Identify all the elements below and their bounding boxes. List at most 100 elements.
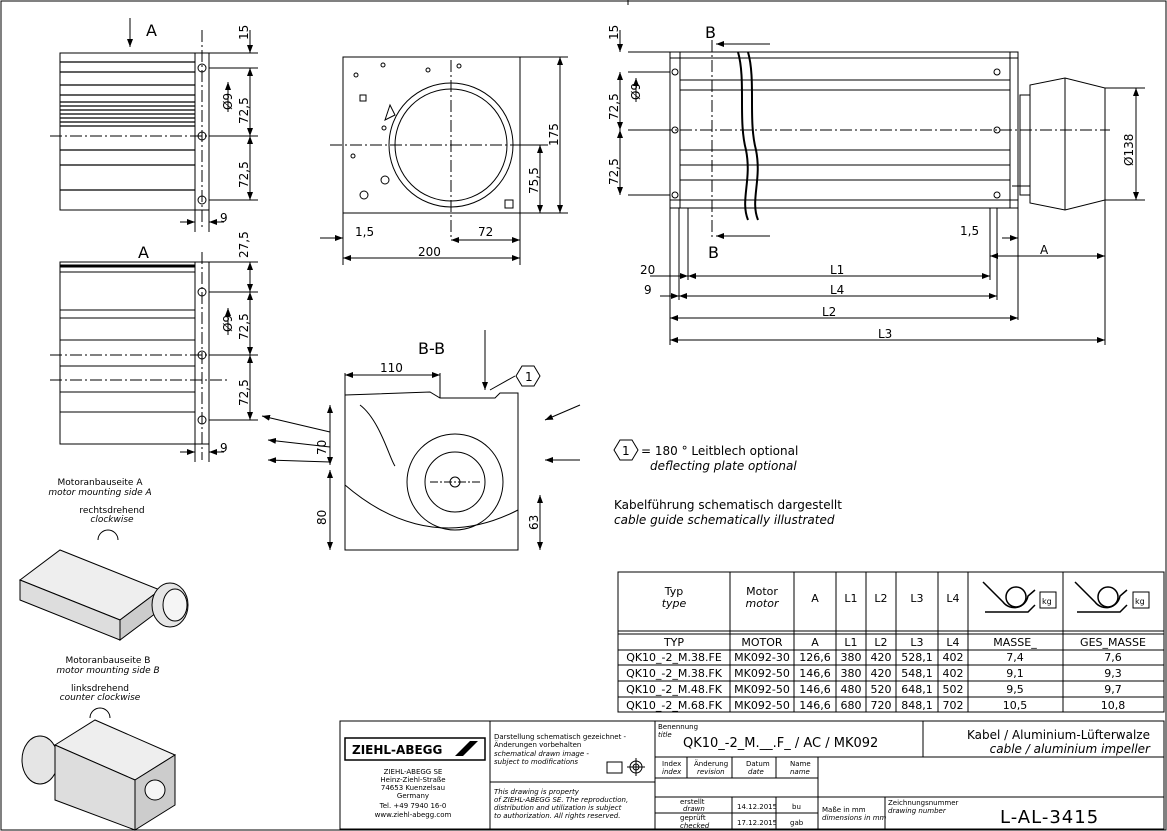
dim-20: 20 <box>640 263 655 277</box>
table-cell: MK092-50 <box>734 699 790 712</box>
svg-text:motor: motor <box>745 597 779 610</box>
table-cell: 9,1 <box>1006 667 1024 680</box>
dim-200: 200 <box>418 245 441 259</box>
table-cell: 480 <box>841 683 862 696</box>
svg-text:Darstellung schematisch gezeic: Darstellung schematisch gezeichnet - <box>494 733 627 741</box>
table-cell: MK092-30 <box>734 651 790 664</box>
note-deflector-en: deflecting plate optional <box>650 459 797 473</box>
section-label: B-B <box>418 339 445 358</box>
table-cell: 146,6 <box>799 667 831 680</box>
dim-70: 70 <box>315 440 329 455</box>
table-cell: 548,1 <box>901 667 933 680</box>
table-cell: 380 <box>841 667 862 680</box>
drawn-by: bu <box>792 803 801 811</box>
svg-text:Motoranbauseite B: Motoranbauseite B <box>66 656 151 666</box>
table-column-header: TYP <box>663 636 684 649</box>
table-cell: 9,5 <box>1006 683 1024 696</box>
table-column-header: L1 <box>844 636 857 649</box>
spec-table <box>617 571 1165 713</box>
dim-72-5: 72,5 <box>237 97 251 124</box>
svg-text:clockwise: clockwise <box>90 515 134 525</box>
svg-text:74653 Kuenzelsau: 74653 Kuenzelsau <box>381 784 445 792</box>
dim-72-5: 72,5 <box>237 161 251 188</box>
note-cable-de: Kabelführung schematisch dargestellt <box>614 498 842 512</box>
table-cell: QK10_-2_M.48.FK <box>626 683 723 696</box>
table-column-header: L2 <box>874 636 887 649</box>
table-cell: 848,1 <box>901 699 933 712</box>
dim-l2: L2 <box>822 305 836 319</box>
svg-text:L3: L3 <box>910 592 923 605</box>
svg-text:L1: L1 <box>844 592 857 605</box>
company-address: ZIEHL-ABEGG SE Heinz-Ziehl-Straße 74653 … <box>375 768 452 819</box>
dim-l3: L3 <box>878 327 892 341</box>
svg-text:Tel. +49 7940 16-0: Tel. +49 7940 16-0 <box>379 802 447 810</box>
dim-dia9: Ø9 <box>629 83 643 100</box>
dim-15: 15 <box>607 25 621 40</box>
svg-text:This drawing is property: This drawing is property <box>494 788 580 796</box>
dim-dia138: Ø138 <box>1122 134 1136 166</box>
mounting-side-b: Motoranbauseite B motor mounting side B … <box>21 656 177 831</box>
svg-text:Typ: Typ <box>664 585 684 598</box>
disclaimer: Darstellung schematisch gezeichnet - Änd… <box>494 733 628 820</box>
svg-text:linksdrehend: linksdrehend <box>71 684 129 694</box>
svg-text:rechtsdrehend: rechtsdrehend <box>79 506 144 516</box>
table-cell: QK10_-2_M.68.FK <box>626 699 723 712</box>
table-cell: MK092-50 <box>734 683 790 696</box>
table-cell: 420 <box>871 651 892 664</box>
svg-text:A: A <box>811 592 819 605</box>
description-de: Kabel / Aluminium-Lüfterwalze <box>967 728 1150 742</box>
checked-by: gab <box>790 819 804 827</box>
dim-9: 9 <box>644 283 652 297</box>
dim-72-5: 72,5 <box>607 93 621 120</box>
table-cell: MK092-50 <box>734 667 790 680</box>
spec-table-headers: Typ type Motor motor A L1 L2 L3 L4 kg kg <box>662 585 1145 610</box>
table-cell: 9,7 <box>1104 683 1122 696</box>
svg-text:Benennung: Benennung <box>658 723 698 731</box>
note-deflector-de: = 180 ° Leitblech optional <box>641 444 798 458</box>
svg-text:name: name <box>790 768 810 776</box>
callout-number: 1 <box>525 370 533 384</box>
svg-text:Germany: Germany <box>397 792 429 800</box>
dim-72-5: 72,5 <box>237 379 251 406</box>
table-cell: 720 <box>871 699 892 712</box>
svg-text:drawing number: drawing number <box>888 807 947 815</box>
table-cell: 402 <box>943 651 964 664</box>
mounting-side-a: Motoranbauseite A motor mounting side A … <box>18 478 189 641</box>
svg-text:motor mounting side A: motor mounting side A <box>48 488 151 498</box>
svg-text:revision: revision <box>697 768 725 776</box>
svg-text:counter clockwise: counter clockwise <box>60 693 141 703</box>
view-label-a: A <box>138 243 149 262</box>
table-cell: 502 <box>943 683 964 696</box>
cut-label-b: B <box>708 243 719 262</box>
description-en: cable / aluminium impeller <box>990 742 1151 756</box>
dim-l4: L4 <box>830 283 844 297</box>
revision-fields: Index index Änderung revision Datum date… <box>662 759 1099 830</box>
table-cell: 10,5 <box>1003 699 1028 712</box>
dim-63: 63 <box>527 515 541 530</box>
svg-text:motor mounting side B: motor mounting side B <box>56 666 159 676</box>
side-view-a-bottom <box>50 252 258 462</box>
front-view <box>320 56 568 265</box>
section-view-b-b <box>261 330 581 551</box>
drawing-title: QK10_-2_M.__.F_ / AC / MK092 <box>683 736 878 751</box>
svg-text:erstellt: erstellt <box>680 798 705 806</box>
svg-text:Änderungen vorbehalten: Änderungen vorbehalten <box>494 740 581 749</box>
dim-9: 9 <box>220 211 228 225</box>
drawing-number: L-AL-3415 <box>1000 807 1099 828</box>
dim-75-5: 75,5 <box>527 167 541 194</box>
dim-72: 72 <box>478 225 493 239</box>
svg-text:geprüft: geprüft <box>680 814 706 822</box>
dim-15: 15 <box>237 25 251 40</box>
table-column-header: MASSE_ <box>993 636 1037 649</box>
table-cell: 520 <box>871 683 892 696</box>
table-cell: 420 <box>871 667 892 680</box>
dim-9: 9 <box>220 441 228 455</box>
table-column-header: L4 <box>946 636 959 649</box>
table-cell: 680 <box>841 699 862 712</box>
table-cell: QK10_-2_M.38.FK <box>626 667 723 680</box>
callout-number: 1 <box>622 444 630 458</box>
table-cell: 146,6 <box>799 699 831 712</box>
svg-text:Änderung: Änderung <box>694 759 728 768</box>
